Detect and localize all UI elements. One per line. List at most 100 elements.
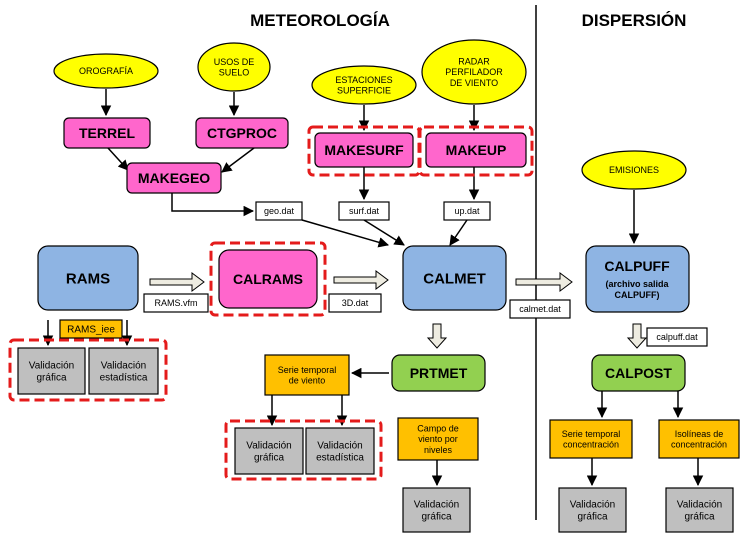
- input-emisiones: EMISIONES: [581, 150, 687, 190]
- node-text-line: ESTACIONES: [335, 75, 392, 85]
- node-text-line: concentración: [563, 439, 619, 449]
- highlight-makeup: [418, 125, 534, 177]
- process-calmet-label: CALMET: [423, 270, 486, 287]
- node-text-line: Isolíneas de: [675, 429, 724, 439]
- flow-arrow-rams-calrams: [149, 272, 205, 292]
- file-calmet-dat-label: calmet.dat: [519, 304, 561, 314]
- node-text-line: de viento: [289, 375, 326, 385]
- process-prtmet: PRTMET: [391, 354, 486, 392]
- node-text-line: Validación: [414, 500, 459, 511]
- process-terrel-label: TERREL: [79, 125, 135, 141]
- file-calmet-dat: calmet.dat: [509, 299, 571, 319]
- process-calpost-label: CALPOST: [605, 365, 672, 381]
- node-text-line: Validación: [246, 441, 291, 452]
- node-text-line: OROGRAFÍA: [79, 66, 133, 76]
- flow-arrow-calrams-calmet: [333, 270, 389, 290]
- node-text-line: Validación: [317, 441, 362, 452]
- node-text-line: estadística: [100, 372, 148, 383]
- node-text-line: viento por: [418, 434, 458, 444]
- connector-arrow: [107, 147, 129, 171]
- heading-dispersion: DISPERSIÓN: [582, 11, 687, 30]
- input-orografia: OROGRAFÍA: [53, 53, 159, 89]
- highlight-rams-validation: [8, 338, 168, 402]
- file-rams-iee-label: RAMS_iee: [67, 325, 115, 336]
- node-text-line: RADAR: [458, 57, 490, 67]
- file-rams-vfm-label: RAMS.vfm: [154, 298, 197, 308]
- process-makegeo-label: MAKEGEO: [138, 170, 210, 186]
- file-calpuff-dat: calpuff.dat: [646, 327, 708, 347]
- node-text-line: gráfica: [421, 511, 451, 522]
- file-rams-vfm: RAMS.vfm: [143, 293, 209, 313]
- connector-arrow: [449, 219, 468, 246]
- node-text-line: PERFILADOR: [445, 67, 503, 77]
- file-geo-dat: geo.dat: [255, 201, 303, 221]
- process-calmet: CALMET: [402, 245, 507, 311]
- node-text-line: gráfica: [36, 372, 66, 383]
- node-text-line: niveles: [424, 445, 453, 455]
- node-text-line: Validación: [677, 500, 722, 511]
- connector-arrow: [171, 193, 255, 217]
- main-flow-arrows: [149, 270, 648, 349]
- connector-arrow: [221, 147, 255, 173]
- file-rams-iee: RAMS_iee: [59, 319, 123, 339]
- node-text-line: DE VIENTO: [450, 78, 498, 88]
- connector-arrow: [363, 219, 405, 246]
- node-text-line: gráfica: [577, 511, 607, 522]
- node-text-line: Validación: [29, 361, 74, 372]
- node-text-line: gráfica: [254, 452, 284, 463]
- connector-arrow: [301, 219, 390, 248]
- process-calrams-label: CALRAMS: [233, 271, 303, 287]
- process-terrel: TERREL: [63, 117, 151, 149]
- node-text-line: USOS DE: [214, 57, 255, 67]
- process-rams-label: RAMS: [66, 270, 110, 287]
- process-makegeo: MAKEGEO: [126, 162, 222, 194]
- process-rams: RAMS: [37, 245, 139, 311]
- flow-arrow-calmet-calpuff: [515, 272, 573, 292]
- flow-arrow-calmet-prtmet: [426, 323, 448, 349]
- node-text-line: Validación: [570, 500, 615, 511]
- file-geo-dat-label: geo.dat: [264, 206, 295, 216]
- file-3d-dat-label: 3D.dat: [342, 298, 369, 308]
- node-text-line: estadística: [316, 452, 364, 463]
- process-prtmet-label: PRTMET: [410, 365, 468, 381]
- file-surf-dat: surf.dat: [338, 201, 390, 221]
- process-ctgproc-label: CTGPROC: [207, 125, 277, 141]
- process-calpuff-label: CALPUFF: [604, 258, 670, 274]
- highlight-calrams: [209, 241, 327, 317]
- process-calpuff-subtitle: (archivo salida: [605, 279, 669, 289]
- flow-arrow-calpuff-calpost: [626, 323, 648, 349]
- process-makeup-label: MAKEUP: [446, 142, 507, 158]
- node-text-line: EMISIONES: [609, 165, 659, 175]
- node-text-line: Serie temporal: [562, 429, 621, 439]
- node-text-line: gráfica: [684, 511, 714, 522]
- heading-meteorologia: METEOROLOGÍA: [250, 11, 390, 30]
- file-calpuff-dat-label: calpuff.dat: [656, 332, 698, 342]
- file-surf-dat-label: surf.dat: [349, 206, 380, 216]
- file-up-dat-label: up.dat: [454, 206, 480, 216]
- node-text-line: Serie temporal: [278, 365, 337, 375]
- file-up-dat: up.dat: [443, 201, 491, 221]
- connector-arrows: [42, 89, 704, 487]
- node-text-line: Campo de: [417, 424, 459, 434]
- process-calpuff-subtitle: CALPUFF): [615, 290, 660, 300]
- node-text-line: concentración: [671, 439, 727, 449]
- file-3d-dat: 3D.dat: [328, 293, 382, 313]
- process-makesurf-label: MAKESURF: [324, 142, 404, 158]
- process-makesurf: MAKESURF: [314, 132, 414, 168]
- process-calpost: CALPOST: [591, 354, 686, 392]
